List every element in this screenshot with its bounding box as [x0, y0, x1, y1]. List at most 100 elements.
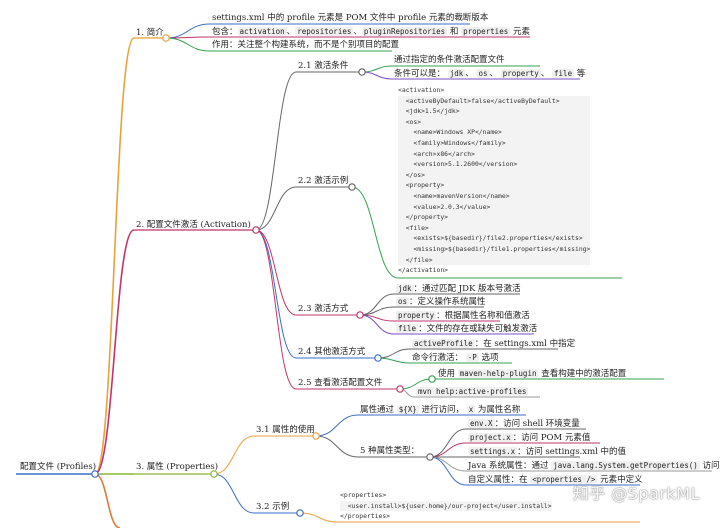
- usage-code-x: ${X}: [396, 405, 419, 414]
- type-prefix-custom: 自定义属性：在: [468, 475, 528, 485]
- type-item-custom: 自定义属性：在 <properties /> 元素中定义: [468, 474, 643, 486]
- activation-code-line: </activation>: [398, 266, 449, 275]
- activation-code-line: <missing>${basedir}/file1.properties</mi…: [398, 243, 591, 255]
- intro-line-2: 包含：activation、repositories、pluginReposit…: [212, 26, 530, 38]
- intro-code-plugin-repositories: pluginRepositories: [361, 27, 448, 36]
- intro-line2-suffix: 元素: [512, 27, 530, 37]
- usage-mid: 进行访问，: [421, 405, 464, 415]
- usage-node-label[interactable]: 3.1 属性的使用: [256, 425, 315, 435]
- conditions-node-label[interactable]: 2.1 激活条件: [298, 61, 349, 71]
- view-code-mvn: mvn help:active-profiles: [416, 387, 529, 396]
- conditions-code-file: file: [552, 69, 575, 78]
- act-link-view: [255, 229, 297, 390]
- conditions-code-property: property: [500, 69, 541, 78]
- other-line-2: 命令行激活： -P 选项: [412, 352, 498, 364]
- other-line-1: activeProfile：在 settings.xml 中指定: [412, 338, 575, 350]
- methods-toggle[interactable]: [356, 311, 364, 319]
- method-code-file: file: [396, 324, 419, 333]
- method-item-os: os：定义操作系统属性: [396, 296, 486, 308]
- type-prefix-java: Java 系统属性：通过: [468, 461, 549, 471]
- properties-code-block: <properties> <user.install>${user.home}/…: [340, 490, 552, 522]
- activation-node-label[interactable]: 2. 配置文件激活 (Activation): [136, 220, 251, 230]
- usage-link-types: [315, 435, 359, 458]
- type-text-settings: ：访问 settings.xml 中的值: [517, 447, 627, 457]
- type-code-java: java.lang.System.getProperties(): [551, 461, 700, 470]
- other-text-2: 命令行激活：: [412, 353, 464, 363]
- types-link-1: [429, 428, 467, 458]
- activation-code-line: <os>: [398, 116, 591, 128]
- types-link-4: [429, 456, 467, 472]
- intro-sep-2: 、: [353, 27, 362, 37]
- activation-code-line: </property>: [398, 212, 591, 223]
- usage-line-1: 属性通过 ${X} 进行访问， x 为属性名称: [360, 404, 520, 416]
- prop-example-toggle[interactable]: [296, 509, 304, 517]
- conditions-suffix: 等: [576, 69, 586, 79]
- intro-code-properties: properties: [461, 27, 511, 36]
- activation-code-line: <activation>: [398, 86, 445, 94]
- activation-code-line: </os>: [398, 169, 591, 181]
- type-text-env: ：访问 shell 环境变量: [494, 419, 580, 429]
- properties-code-line: </properties>: [340, 512, 391, 521]
- activation-code-line: <value>2.0.3</value>: [398, 201, 591, 213]
- branch-bottom: [94, 473, 121, 528]
- intro-toggle[interactable]: [162, 34, 170, 42]
- usage-link-1: [315, 414, 359, 437]
- intro-sep-3: 和: [447, 27, 462, 37]
- view-node-label[interactable]: 2.5 查看激活配置文件: [298, 378, 383, 388]
- intro-code-activation: activation: [237, 27, 287, 36]
- root-node-label[interactable]: 配置文件 (Profiles): [20, 462, 97, 472]
- intro-sep-1: 、: [286, 27, 296, 37]
- method-code-jdk: jdk: [396, 284, 414, 293]
- example-node-label[interactable]: 2.2 激活示例: [298, 176, 349, 186]
- usage-prefix: 属性通过: [360, 405, 395, 415]
- other-node-label[interactable]: 2.4 其他激活方式: [298, 347, 366, 357]
- conditions-link-1: [361, 65, 393, 73]
- prop-link-example: [213, 473, 255, 514]
- other-text-1: ：在 settings.xml 中指定: [474, 339, 576, 349]
- view-sub-toggle[interactable]: [428, 375, 436, 383]
- method-text-jdk: ：通过匹配 JDK 版本号激活: [413, 284, 521, 294]
- prop-example-node-label[interactable]: 3.2 示例: [256, 502, 290, 512]
- view-line-2: mvn help:active-profiles: [416, 386, 529, 398]
- type-text-custom: 元素中定义: [600, 475, 643, 485]
- usage-suffix: 为属性名称: [477, 405, 521, 415]
- type-item-settings: settings.x：访问 settings.xml 中的值: [468, 446, 626, 458]
- method-code-os: os: [396, 297, 410, 306]
- properties-toggle[interactable]: [210, 470, 218, 478]
- intro-line-1: settings.xml 中的 profile 元素是 POM 文件中 prof…: [212, 13, 489, 23]
- methods-node-label[interactable]: 2.3 激活方式: [298, 304, 349, 314]
- type-text-project: ：访问 POM 元素值: [512, 433, 591, 443]
- activation-code-line: <jdk>1.5</jdk>: [398, 106, 591, 117]
- intro-node-label[interactable]: 1. 简介: [136, 28, 164, 38]
- watermark: 知乎 @SparkML: [572, 484, 700, 503]
- usage-toggle[interactable]: [312, 432, 320, 440]
- view-code-plugin: maven-help-plugin: [457, 369, 539, 378]
- conditions-prefix: 条件可以是：: [394, 69, 446, 79]
- conditions-line-1: 通过指定的条件激活配置文件: [394, 55, 505, 65]
- types-toggle[interactable]: [426, 453, 434, 461]
- types-node-label[interactable]: 5 种属性类型：: [360, 446, 420, 456]
- intro-code-repositories: repositories: [295, 27, 354, 36]
- activation-toggle[interactable]: [252, 226, 260, 234]
- view-prefix: 使用: [438, 369, 456, 379]
- method-item-property: property：根据属性名称和值激活: [396, 310, 530, 322]
- other-suffix: 选项: [481, 353, 499, 363]
- view-toggle[interactable]: [396, 385, 404, 393]
- conditions-toggle[interactable]: [358, 68, 366, 76]
- intro-link-1: [165, 23, 211, 39]
- activation-code-line: <property>: [398, 180, 591, 191]
- properties-node-label[interactable]: 3. 属性 (Properties): [136, 462, 219, 472]
- example-toggle[interactable]: [348, 183, 356, 191]
- branch-activation: [94, 229, 135, 475]
- other-link-2: [377, 357, 411, 364]
- other-code-activeprofile: activeProfile: [412, 339, 475, 348]
- type-code-project: project.x: [468, 433, 513, 442]
- activation-code-line: <arch>x86</arch>: [398, 148, 591, 160]
- properties-code-line: <user.install>${user.home}/our-project</…: [340, 500, 552, 512]
- activation-code-line: <family>Windows</family>: [398, 137, 591, 149]
- methods-link-4: [359, 314, 395, 335]
- root-toggle[interactable]: [91, 470, 99, 478]
- other-toggle[interactable]: [374, 354, 382, 362]
- activation-code-line: <name>Windows XP</name>: [398, 127, 591, 138]
